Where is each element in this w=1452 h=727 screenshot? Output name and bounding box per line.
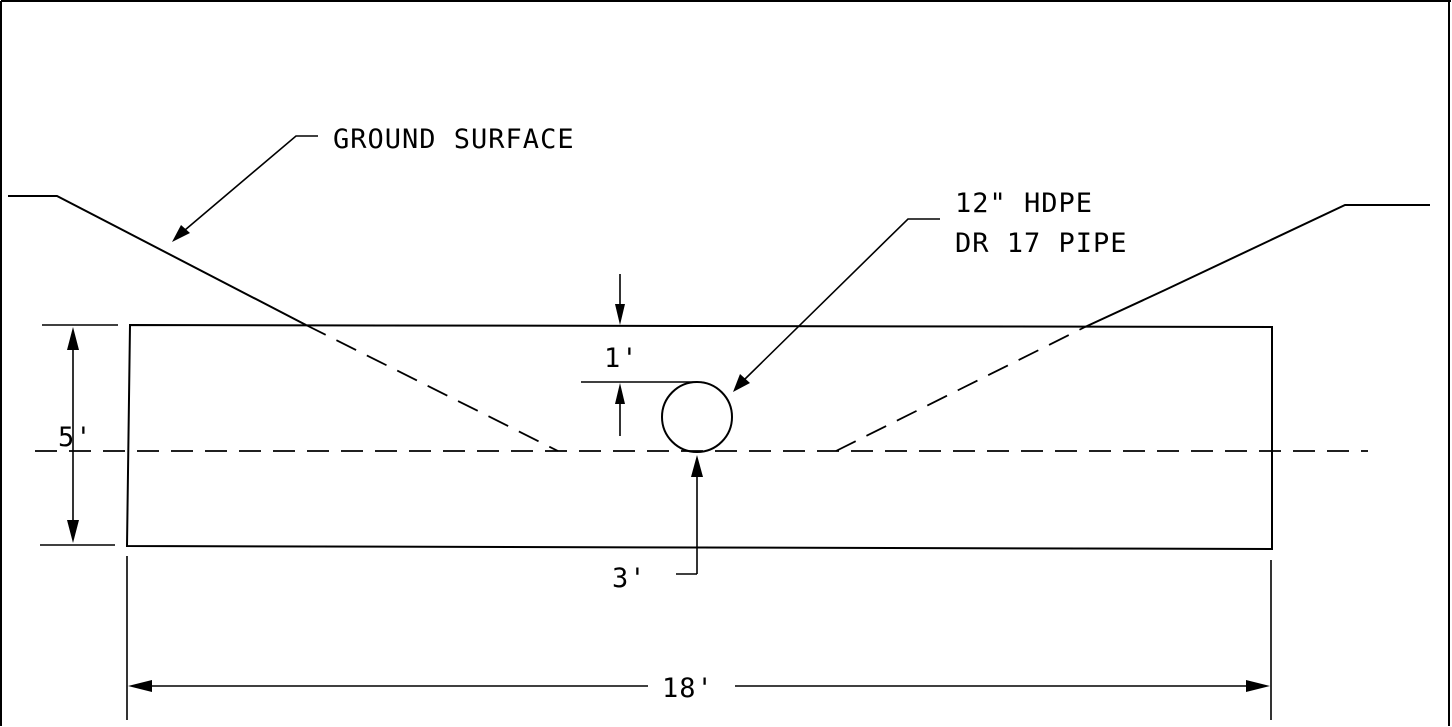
width-dimension-label: 18' <box>662 673 714 704</box>
cover-dimension <box>581 274 697 436</box>
cover-dimension-label: 1' <box>604 343 639 374</box>
pipe-leader <box>733 218 940 392</box>
bedding-dimension-label: 3' <box>612 563 647 594</box>
bedding-dimension <box>676 455 703 575</box>
ground-surface-label: GROUND SURFACE <box>333 124 575 155</box>
height-dimension <box>40 324 118 546</box>
width-dimension <box>126 556 1272 720</box>
ground-surface-leader <box>172 135 318 242</box>
height-dimension-label: 5' <box>58 422 93 453</box>
ground-surface-line <box>8 195 1430 328</box>
pipe-label-line2: DR 17 PIPE <box>955 228 1128 259</box>
soil-block-outline <box>125 323 1273 551</box>
pipe-circle <box>661 381 733 453</box>
trench-slope-dashed <box>305 324 1086 452</box>
pipe-label-line1: 12" HDPE <box>955 188 1093 219</box>
